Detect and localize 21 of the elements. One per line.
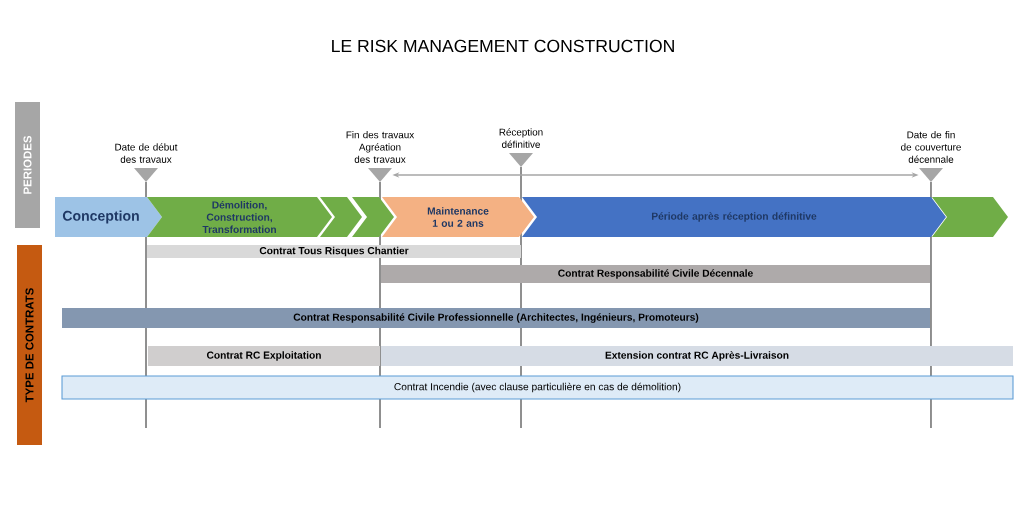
contract-bar: Extension contrat RC Après-Livraison: [381, 346, 1013, 366]
contract-bar: Contrat Responsabilité Civile Décennale: [381, 265, 930, 283]
phase-block: [352, 197, 394, 237]
milestone-label: Date de début des travaux: [115, 143, 178, 163]
milestone-label: Date de fin de couverture décennale: [901, 131, 961, 163]
contract-bar: Contrat RC Exploitation: [148, 346, 380, 366]
node-label: Démolition, Construction, Transformation: [202, 201, 276, 234]
milestone-label: Fin des travaux Agréation des travaux: [346, 131, 415, 163]
phase-block: Maintenance 1 ou 2 ans: [382, 197, 534, 237]
phase-block: Période après réception définitive: [522, 197, 946, 237]
title: LE RISK MANAGEMENT CONSTRUCTION: [332, 39, 674, 53]
contract-bar: Contrat Responsabilité Civile Professionnelle (Architectes, Ingénieurs, Promoteurs): [62, 308, 930, 328]
milestone-label: Réception définitive: [499, 128, 543, 148]
phase-block: Démolition, Construction, Transformation: [147, 197, 332, 237]
contract-bar: Contrat Tous Risques Chantier: [147, 245, 521, 258]
phase-block: Conception: [55, 197, 162, 237]
side-band: TYPE DE CONTRATS: [17, 245, 42, 445]
phase-block: [320, 197, 362, 237]
side-band: PERIODES: [15, 102, 40, 228]
contract-bar: Contrat Incendie (avec clause particulière en cas de démolition): [61, 375, 1014, 400]
phase-block: [932, 197, 1008, 237]
